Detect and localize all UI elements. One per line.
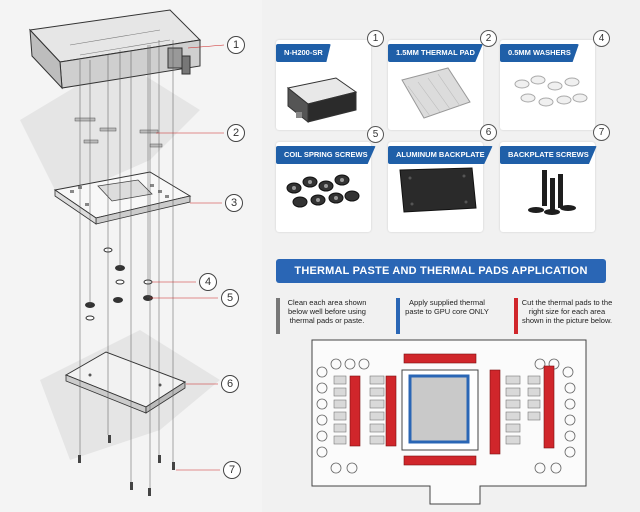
exploded-view-diagram: 1 2 3 4 5 6 7 <box>0 0 262 512</box>
pcb-application-diagram <box>311 339 587 505</box>
water-block <box>28 9 202 90</box>
gpu-core-paste-area <box>408 374 470 444</box>
part-label: N-H200-SR <box>276 44 331 62</box>
callout-1: 1 <box>227 36 245 54</box>
part-label: COIL SPRING SCREWS <box>276 146 376 164</box>
spring-screws-image <box>286 174 360 208</box>
part-card-thermal-pad: 1.5MM THERMAL PAD <box>388 40 483 130</box>
exploded-view-drawing <box>20 9 225 496</box>
backplate-image <box>399 167 477 213</box>
application-title: THERMAL PASTE AND THERMAL PADS APPLICATI… <box>276 259 606 283</box>
part-card-backplate-screws: BACKPLATE SCREWS <box>500 142 597 232</box>
part-label: 1.5MM THERMAL PAD <box>388 44 483 62</box>
assembly-guide-lines <box>79 40 174 488</box>
pad-note: Cut the thermal pads to the right size f… <box>521 298 613 325</box>
clean-note: Clean each area shown below well before … <box>287 298 367 325</box>
card-number-2: 2 <box>480 30 497 47</box>
pad-note-marker <box>514 298 518 334</box>
part-label: BACKPLATE SCREWS <box>500 146 597 164</box>
thermal-pad-areas <box>349 353 555 466</box>
callout-7: 7 <box>223 461 241 479</box>
callout-6: 6 <box>221 375 239 393</box>
card-number-7: 7 <box>593 124 610 141</box>
callout-leader-lines <box>150 44 225 471</box>
backplate-screws-image <box>528 170 576 215</box>
part-card-washers: 0.5MM WASHERS <box>500 40 595 130</box>
washers-image <box>514 75 588 107</box>
paste-note: Apply supplied thermal paste to GPU core… <box>405 298 489 316</box>
callout-4: 4 <box>199 273 217 291</box>
card-number-5: 5 <box>367 126 384 143</box>
part-card-backplate: ALUMINUM BACKPLATE <box>388 142 493 232</box>
clean-note-marker <box>276 298 280 334</box>
spring-screws <box>85 247 153 321</box>
backplate-screws <box>78 435 175 496</box>
gpu-pcb <box>53 171 192 225</box>
backplate <box>64 351 187 414</box>
card-number-6: 6 <box>480 124 497 141</box>
waterblock-image <box>286 77 358 124</box>
card-number-1: 1 <box>367 30 384 47</box>
part-card-spring-screws: COIL SPRING SCREWS <box>276 142 376 232</box>
part-card-waterblock: N-H200-SR <box>276 40 371 130</box>
callout-5: 5 <box>221 289 239 307</box>
card-number-4: 4 <box>593 30 610 47</box>
part-label: ALUMINUM BACKPLATE <box>388 146 493 164</box>
paste-note-marker <box>396 298 400 334</box>
part-label: 0.5MM WASHERS <box>500 44 579 62</box>
callout-3: 3 <box>225 194 243 212</box>
thermal-pad-image <box>401 67 471 119</box>
callout-2: 2 <box>227 124 245 142</box>
